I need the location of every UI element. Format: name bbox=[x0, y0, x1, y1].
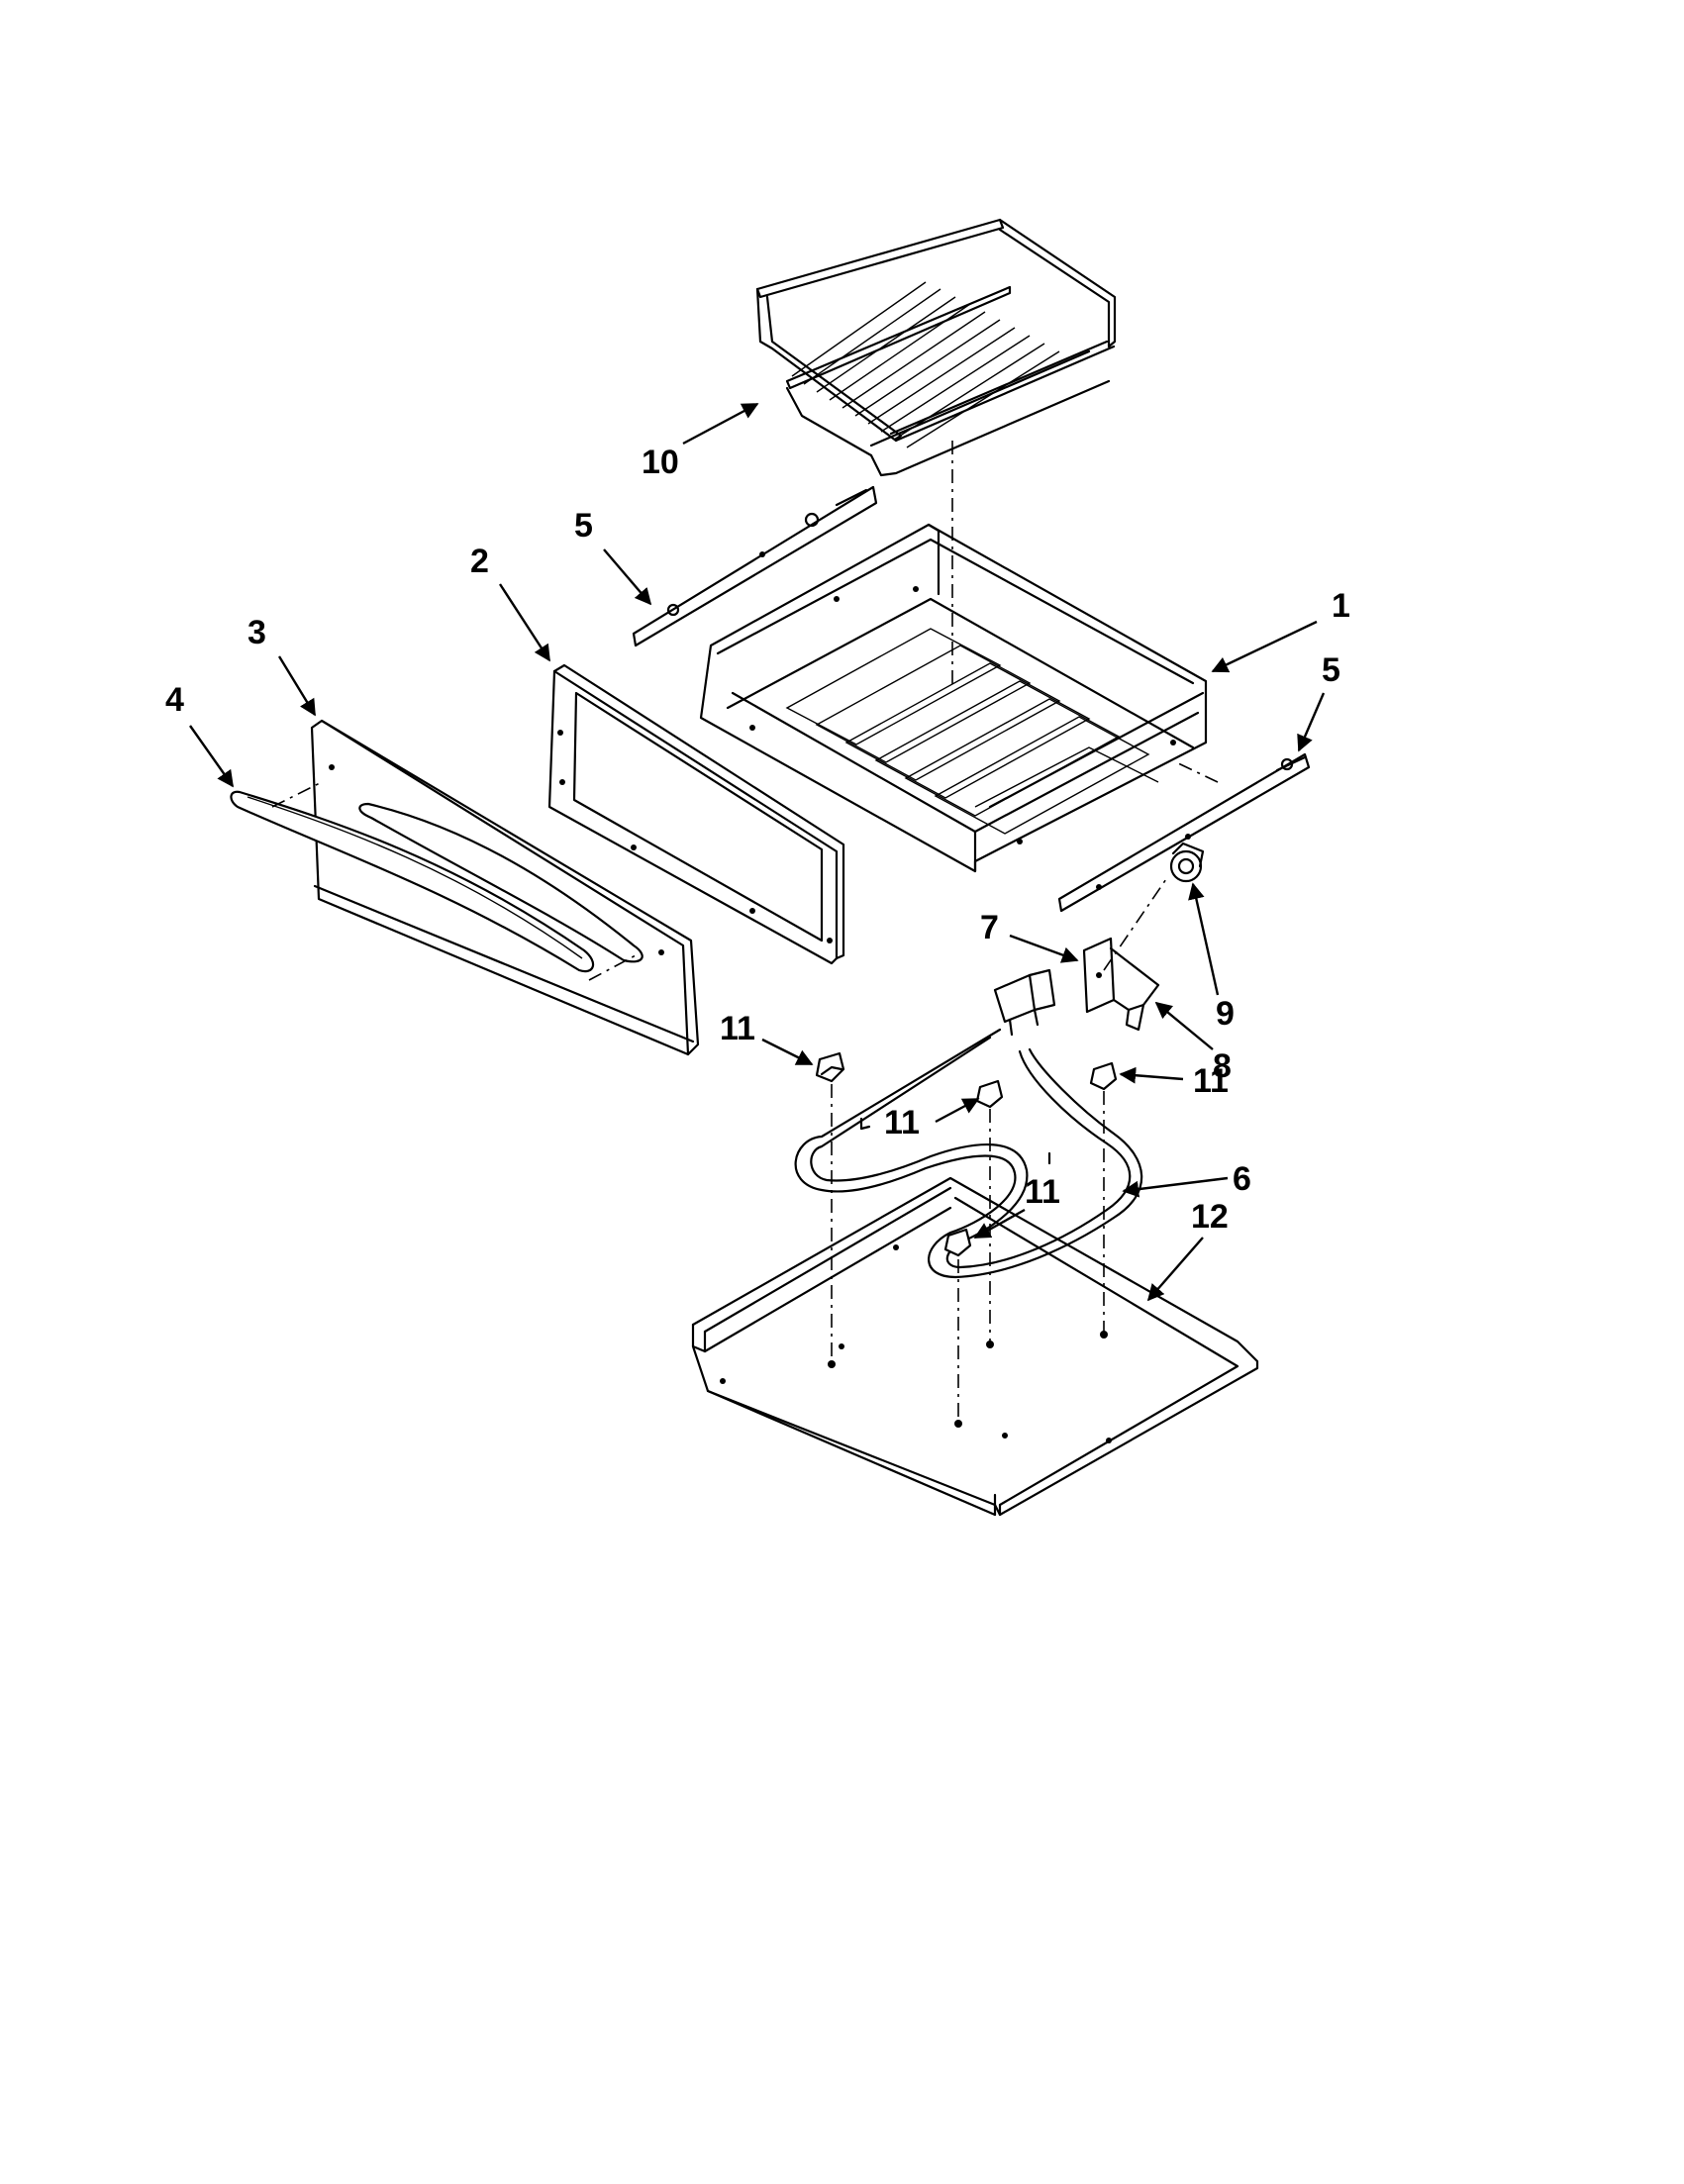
callout-6: 6 bbox=[1233, 1160, 1251, 1198]
door-panel-part bbox=[310, 719, 700, 1056]
clip-part-3 bbox=[1089, 1061, 1118, 1091]
bottom-plate-part bbox=[691, 1176, 1259, 1517]
callout-8: 8 bbox=[1213, 1047, 1232, 1085]
assembly-lines bbox=[271, 441, 1219, 1428]
callout-7: 7 bbox=[980, 909, 999, 946]
temperature-sensor-part bbox=[1169, 842, 1205, 883]
door-liner-part bbox=[547, 663, 845, 965]
slide-rail-lower-part bbox=[1057, 752, 1311, 913]
leader-arrows bbox=[189, 402, 1326, 1302]
drawer-pan-part bbox=[699, 523, 1208, 873]
callout-1: 1 bbox=[1332, 587, 1350, 625]
callout-5a: 5 bbox=[574, 507, 593, 545]
callout-2: 2 bbox=[470, 543, 489, 580]
callout-11d: 11 bbox=[1025, 1173, 1060, 1211]
callout-11b: 11 bbox=[884, 1104, 920, 1142]
slide-rail-upper-part bbox=[632, 485, 878, 647]
bake-element-part bbox=[794, 968, 1143, 1279]
callout-5b: 5 bbox=[1322, 651, 1340, 689]
door-handle-part bbox=[230, 790, 595, 973]
clip-part-1 bbox=[815, 1051, 845, 1083]
callout-12: 12 bbox=[1191, 1198, 1229, 1236]
callout-11c: 11 bbox=[1193, 1062, 1229, 1100]
wire-rack-part bbox=[755, 218, 1117, 477]
callout-labels: 1 2 3 4 5 5 6 7 8 9 10 11 11 11 11 12 bbox=[165, 444, 1350, 1236]
mounting-bracket-part bbox=[1082, 937, 1160, 1032]
callout-11a: 11 bbox=[720, 1010, 755, 1047]
callout-3: 3 bbox=[248, 614, 266, 651]
callout-4: 4 bbox=[165, 681, 184, 719]
clip-part-2 bbox=[975, 1079, 1004, 1109]
clip-part-4 bbox=[943, 1228, 972, 1257]
callout-9: 9 bbox=[1216, 995, 1235, 1033]
callout-10: 10 bbox=[642, 444, 679, 481]
